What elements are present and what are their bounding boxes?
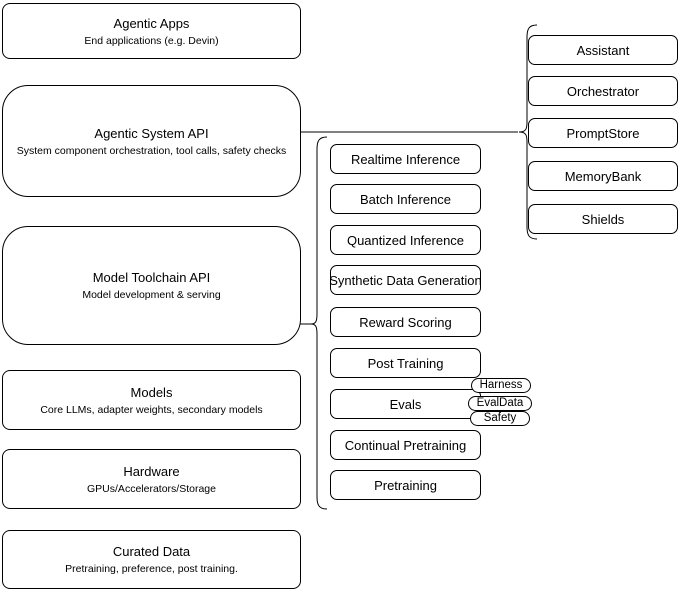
node-subtitle: Model development & serving	[82, 289, 221, 301]
node-pretraining: Pretraining	[330, 470, 481, 500]
node-title: Models	[130, 384, 173, 400]
tag-harness: Harness	[471, 378, 531, 393]
node-title: Agentic System API	[94, 125, 209, 141]
node-shields: Shields	[528, 204, 678, 234]
node-quantized-inference: Quantized Inference	[330, 225, 481, 255]
node-orchestrator: Orchestrator	[528, 76, 678, 106]
node-reward-scoring: Reward Scoring	[330, 307, 481, 337]
node-subtitle: Core LLMs, adapter weights, secondary mo…	[40, 403, 263, 416]
node-subtitle: System component orchestration, tool cal…	[16, 144, 287, 157]
node-agentic-system-api: Agentic System API System component orch…	[2, 85, 301, 197]
node-synthetic-data-generation: Synthetic Data Generation	[329, 265, 482, 295]
node-model-toolchain-api: Model Toolchain API Model development & …	[2, 226, 301, 345]
node-realtime-inference: Realtime Inference	[330, 144, 481, 174]
node-evals: Evals	[330, 389, 481, 419]
node-subtitle: End applications (e.g. Devin)	[84, 34, 219, 47]
node-title: Curated Data	[112, 544, 191, 559]
brace-toolchain-group	[310, 136, 328, 510]
node-title: Agentic Apps	[113, 15, 190, 31]
node-memorybank: MemoryBank	[528, 161, 678, 191]
node-subtitle: GPUs/Accelerators/Storage	[87, 482, 216, 495]
node-models: Models Core LLMs, adapter weights, secon…	[2, 370, 301, 430]
node-title: Model Toolchain API	[92, 270, 211, 285]
node-hardware: Hardware GPUs/Accelerators/Storage	[2, 449, 301, 509]
node-curated-data: Curated Data Pretraining, preference, po…	[2, 530, 301, 589]
node-title: Hardware	[123, 463, 180, 479]
node-agentic-apps: Agentic Apps End applications (e.g. Devi…	[2, 3, 301, 59]
tag-safety: Safety	[470, 411, 530, 426]
node-batch-inference: Batch Inference	[330, 184, 481, 214]
node-assistant: Assistant	[528, 35, 678, 65]
node-promptstore: PromptStore	[528, 118, 678, 148]
node-post-training: Post Training	[330, 348, 481, 378]
tag-evaldata: EvalData	[468, 396, 532, 411]
node-continual-pretraining: Continual Pretraining	[330, 430, 481, 460]
node-subtitle: Pretraining, preference, post training.	[65, 563, 238, 575]
